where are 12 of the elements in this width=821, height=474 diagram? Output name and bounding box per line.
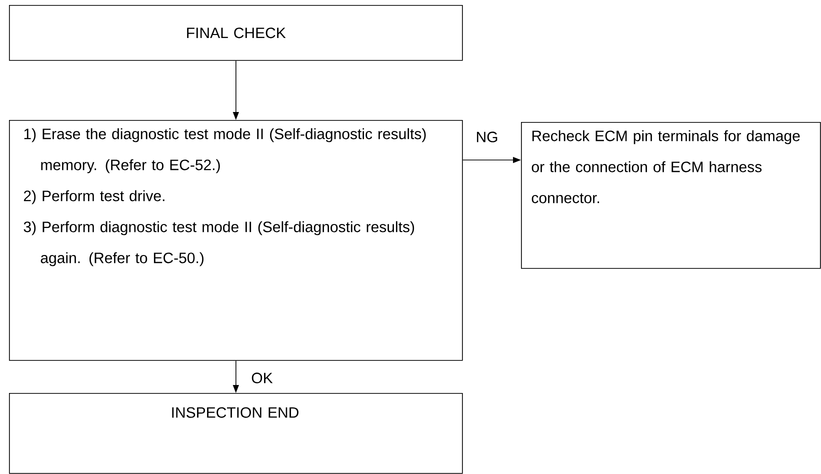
box-text: Recheck ECM pin terminals for damage or the connection of ECM harness connector. [532,130,800,204]
step-box [9,120,463,361]
box-text: INSPECTION END [172,407,298,418]
box-text: FINAL CHECK [187,28,286,38]
edge-label: NG [476,132,498,142]
result-box [521,122,821,269]
list-item: 1) Erase the diagnostic test mode II (Self-diagnostic results) memory. (Refer to EC-52.) [24,128,426,174]
list-item: 3) Perform diagnostic test mode II (Self-diagnostic results) again. (Refer to EC-50.) [24,221,414,266]
process-box [9,393,463,474]
edge-label: OK [252,372,273,384]
process-box [9,5,463,61]
list-item: 2) Perform test drive. [24,190,164,204]
